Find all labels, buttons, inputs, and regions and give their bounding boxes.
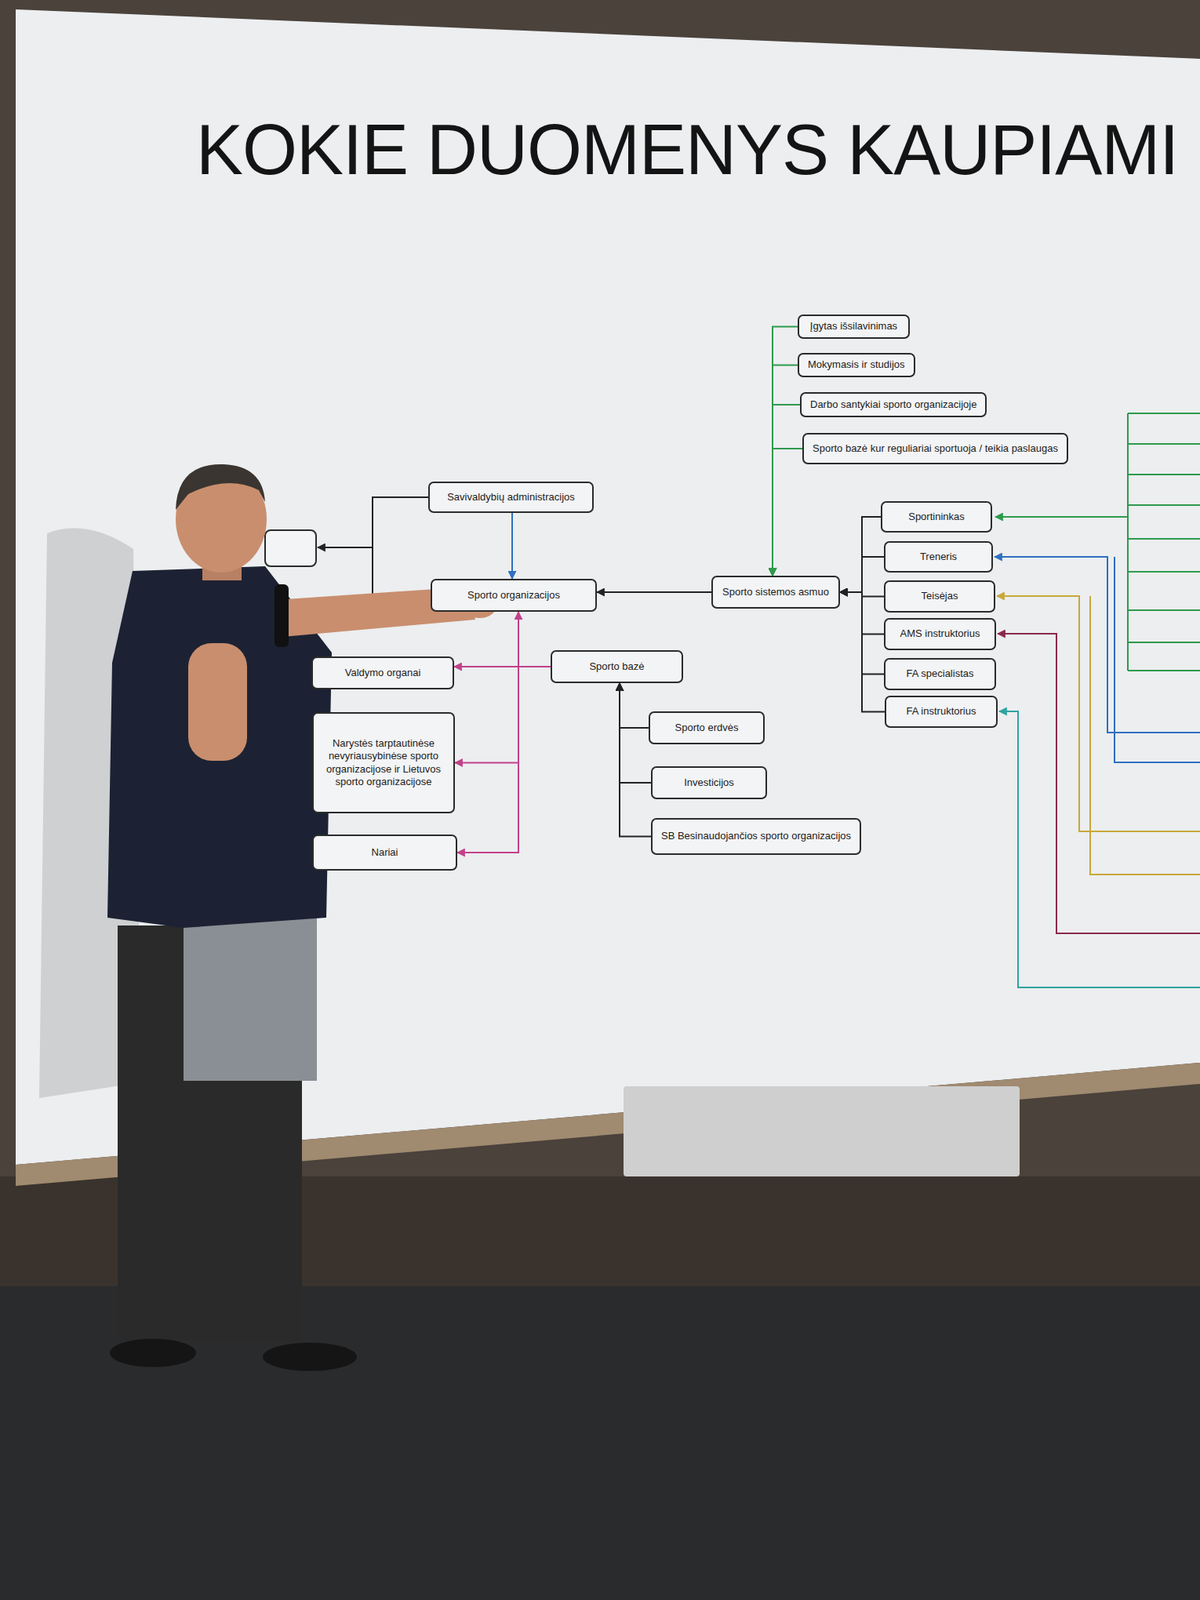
data-box: Investicijos [650, 766, 768, 800]
leader-arrow [997, 633, 1200, 934]
radiator [623, 1086, 1020, 1177]
data-box: Treneris [883, 541, 993, 573]
box-label: SB Besinaudojančios sporto organizacijos [661, 829, 851, 843]
data-box: Sporto sistemos asmuo [711, 575, 840, 609]
leader-arrow [996, 596, 1200, 832]
connector [772, 448, 803, 576]
data-box: Narystės tarptautinėse nevyriausybinėse … [312, 712, 455, 814]
shorts [183, 917, 317, 1081]
data-box: Sportininkas [880, 501, 993, 533]
hidden-box [265, 530, 317, 567]
bracket-line [1127, 413, 1200, 671]
box-label: Investicijos [683, 776, 735, 790]
box-label: Sporto sistemos asmuo [722, 585, 830, 599]
data-box: Savivaldybių administracijos [428, 481, 594, 513]
box-label: Sporto bazė kur reguliariai sportuoja / … [812, 442, 1059, 455]
connector [772, 327, 798, 577]
box-label: Mokymasis ir studijos [807, 358, 906, 371]
box-label: FA specialistas [906, 667, 975, 680]
data-box: Darbo santykiai sporto organizacijoje [800, 392, 987, 418]
data-box: SB Besinaudojančios sporto organizacijos [650, 818, 862, 855]
connector [619, 683, 649, 728]
data-box: Nariai [312, 834, 458, 871]
connector [518, 611, 551, 667]
bracket-line [1127, 413, 1129, 671]
box-label: Sporto organizacijos [467, 589, 560, 602]
slide-title: KOKIE DUOMENYS KAUPIAMI [196, 109, 1179, 191]
leader-line [1090, 596, 1200, 875]
forearm [188, 643, 248, 761]
hair [175, 464, 266, 510]
box-label: Darbo santykiai sporto organizacijoje [810, 398, 977, 411]
connector [772, 365, 798, 577]
projection-screen [15, 9, 1200, 1165]
data-box: Mokymasis ir studijos [797, 352, 916, 378]
box-label: Narystės tarptautinėse nevyriausybinėse … [322, 737, 445, 789]
microphone [274, 584, 289, 648]
box-label: Įgytas išsilavinimas [810, 320, 898, 333]
data-box: Sporto bazė kur reguliariai sportuoja / … [802, 432, 1069, 465]
box-label: Treneris [920, 550, 957, 564]
data-box: Sporto organizacijos [430, 578, 597, 612]
leader-arrow [999, 711, 1200, 988]
box-label: Valdymo organai [345, 666, 422, 680]
shoe [109, 1338, 197, 1368]
connector [457, 666, 551, 853]
connector [840, 556, 884, 593]
box-label: Nariai [371, 846, 399, 859]
shoe [262, 1342, 357, 1371]
data-box: Teisėjas [883, 580, 996, 613]
connector [454, 666, 551, 764]
leader-arrow [994, 556, 1200, 733]
connector [511, 512, 513, 579]
bracket-line [372, 497, 431, 596]
data-box: AMS instruktorius [883, 618, 997, 651]
data-box: FA instruktorius [884, 695, 998, 728]
box-label: AMS instruktorius [900, 627, 981, 640]
data-box: Valdymo organai [311, 656, 455, 690]
data-box: FA specialistas [883, 658, 997, 691]
box-label: Sporto bazė [589, 660, 644, 673]
box-label: Savivaldybių administracijos [447, 490, 575, 504]
connector [840, 516, 881, 593]
connector [596, 591, 712, 593]
data-box: Sporto bazė [550, 650, 684, 684]
data-box: Sporto erdvės [648, 711, 765, 745]
box-label: Sporto erdvės [675, 721, 739, 735]
leader-line [1114, 556, 1200, 763]
box-label: FA instruktorius [906, 705, 977, 718]
box-label: Sportininkas [908, 510, 965, 524]
data-box: Įgytas išsilavinimas [797, 314, 910, 339]
connector [619, 683, 651, 837]
bracket-arrow [317, 546, 373, 549]
connector [772, 404, 800, 576]
connector [619, 683, 651, 783]
connector [840, 592, 885, 713]
box-label: Teisėjas [921, 589, 959, 603]
leader-arrow [995, 516, 1128, 518]
